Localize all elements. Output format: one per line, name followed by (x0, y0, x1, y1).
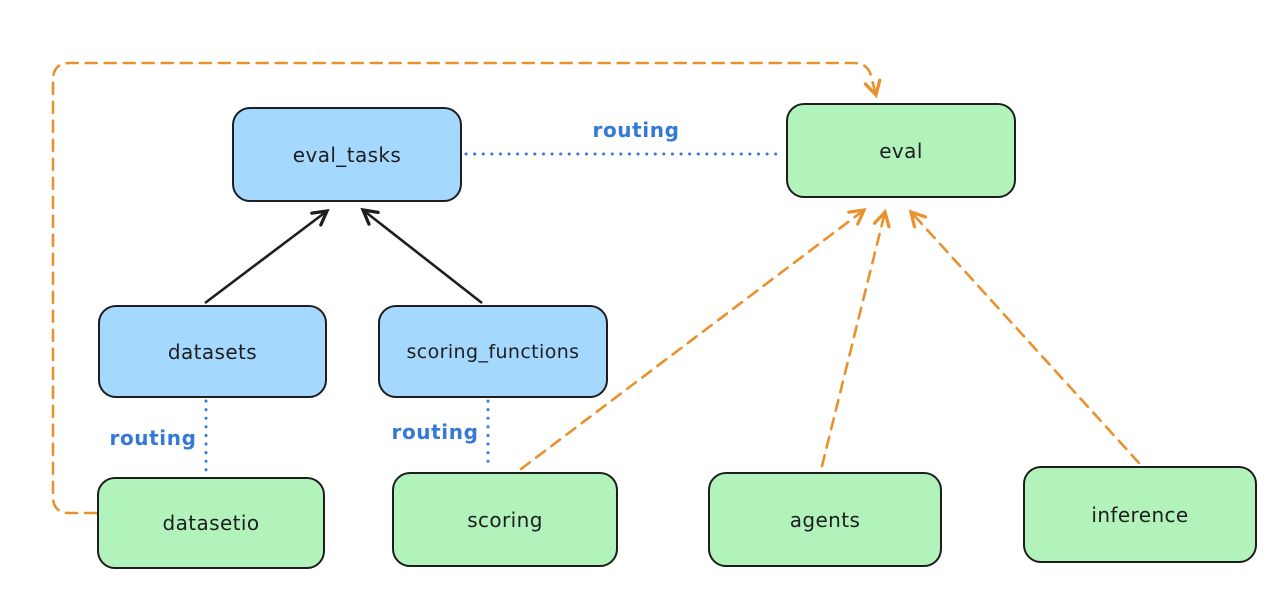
node-scoring-functions-label: scoring_functions (406, 340, 580, 363)
edge-datasetio-to-eval (51, 61, 882, 515)
node-agents-label: agents (789, 507, 861, 532)
node-datasets-label: datasets (167, 339, 258, 364)
routing-label-datasets-datasetio: routing (109, 426, 197, 450)
node-datasetio-label: datasetio (162, 511, 260, 535)
node-datasets: datasets (98, 305, 327, 398)
node-eval-tasks-label: eval_tasks (292, 142, 402, 167)
routing-label-scoring-functions-scoring: routing (391, 420, 479, 444)
node-scoring-functions: scoring_functions (378, 305, 608, 398)
edge-agents-to-eval (820, 208, 891, 468)
edge-datasets-to-eval-tasks (204, 208, 330, 305)
node-eval-tasks: eval_tasks (232, 107, 462, 202)
node-eval-label: eval (879, 138, 923, 163)
node-datasetio: datasetio (97, 477, 325, 569)
node-inference-label: inference (1091, 502, 1189, 527)
edge-scoring-to-eval (519, 207, 867, 471)
routing-label-eval-tasks-eval: routing (592, 118, 680, 142)
node-scoring-label: scoring (467, 507, 543, 532)
edge-scoring-functions-to-eval-tasks (360, 207, 483, 305)
node-eval: eval (786, 103, 1016, 198)
edge-inference-to-eval (908, 209, 1141, 465)
node-inference: inference (1023, 466, 1257, 563)
node-agents: agents (708, 472, 942, 567)
node-scoring: scoring (392, 472, 618, 567)
